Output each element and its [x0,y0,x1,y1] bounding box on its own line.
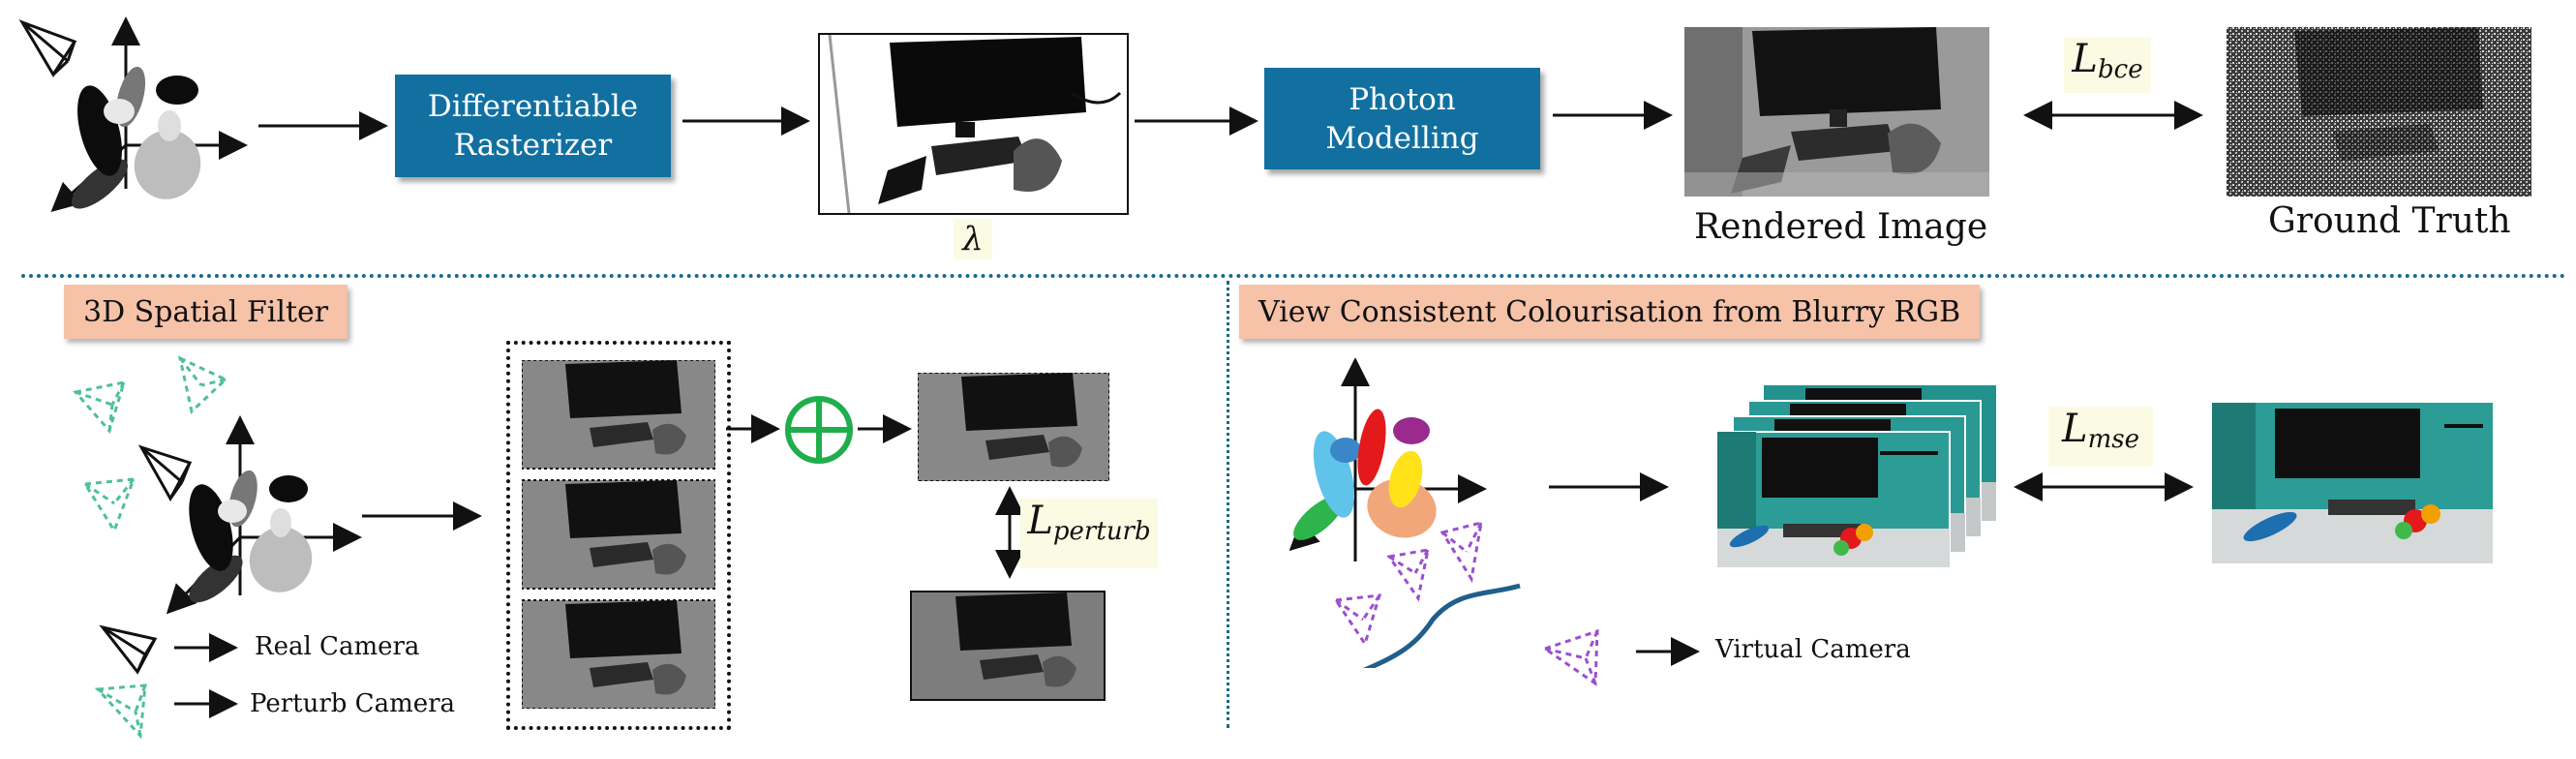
perturb-camera-icon [73,380,127,435]
legend-perturb-camera-label: Perturb Camera [250,689,456,718]
gaussian-scene-filter [73,355,362,615]
legend-perturb-camera-icon [94,683,147,740]
perturb-camera-icon [177,355,228,414]
spatial-filter-title-text: 3D Spatial Filter [83,294,329,329]
perturb-camera-icon [82,477,136,534]
aggregate-plus-icon [785,396,853,464]
loss-mse-symbol: L [2062,407,2088,451]
colourised-output [2212,403,2493,563]
loss-bce-symbol: L [2072,37,2098,81]
loss-bce-subscript: bce [2097,55,2143,84]
section-divider [21,274,2567,278]
column-divider [1227,281,1229,728]
real-camera-icon [18,19,77,77]
spatial-filter-title: 3D Spatial Filter [64,285,349,339]
blurry-rgb-stack [1716,385,1996,568]
colour-gaussian-scene [1288,358,1521,668]
differentiable-rasterizer-box: Differentiable Rasterizer [395,75,671,177]
perturbed-render-2 [522,479,715,590]
real-camera-icon [137,444,193,502]
legend-real-camera-icon [99,624,158,675]
colourisation-title: View Consistent Colourisation from Blurr… [1239,285,1981,339]
camera-trajectory [1362,583,1521,668]
perturbed-render-stack [506,341,731,730]
rasterizer-label: Differentiable Rasterizer [427,89,639,163]
ground-truth-image [2227,27,2531,197]
loss-perturb-symbol: L [1027,499,1053,543]
loss-perturb-subscript: perturb [1052,517,1151,546]
legend-real-camera-label: Real Camera [255,632,420,661]
filtered-render [918,373,1109,481]
photon-label: Photon Modelling [1325,81,1479,156]
rendered-image [1684,27,1989,197]
photon-modelling-box: Photon Modelling [1264,68,1540,169]
blurry-rgb-front [1716,431,1951,568]
lambda-image [818,33,1129,215]
lambda-label: λ [954,219,992,259]
legend-virtual-camera-icon [1541,628,1599,686]
legend-virtual-camera-label: Virtual Camera [1715,635,1911,664]
ground-truth-label: Ground Truth [2268,201,2511,241]
perturbed-render-1 [522,360,715,470]
loss-mse-subscript: mse [2087,425,2139,454]
gaussian-scene-top [18,16,248,212]
perturbed-render-3 [522,599,715,709]
rendered-image-label: Rendered Image [1694,207,1988,247]
colourisation-title-text: View Consistent Colourisation from Blurr… [1258,294,1961,329]
reference-render [910,591,1106,701]
